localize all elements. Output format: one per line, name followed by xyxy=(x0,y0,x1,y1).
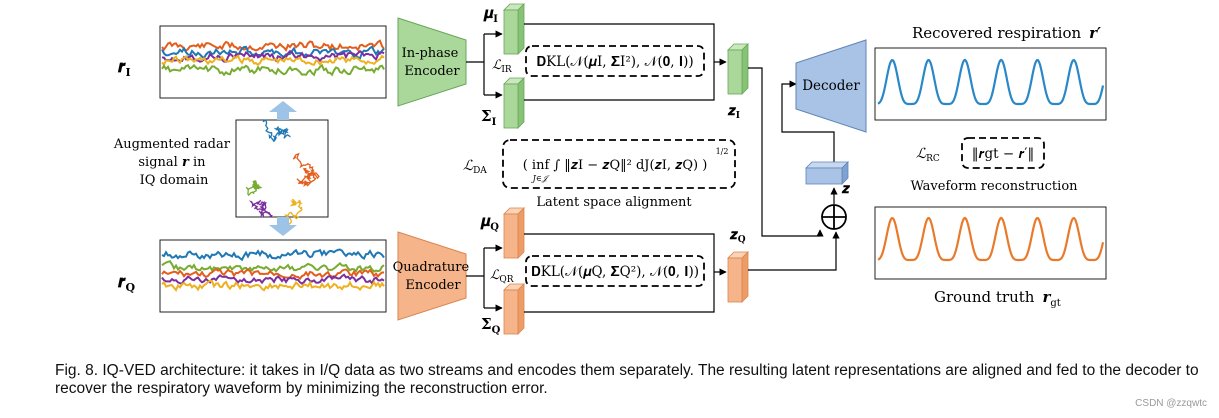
iq-walk-orange xyxy=(292,152,320,187)
loss-DA-label: ℒDA xyxy=(463,158,487,176)
augmented-signal-text: Augmented radar signal 𝒓 in IQ domain xyxy=(113,137,234,188)
rQ-trace-yellow xyxy=(161,280,385,292)
watermark: CSDN @zzqwtc xyxy=(1135,398,1207,409)
sigmaI-block xyxy=(503,77,525,129)
zQ-label: 𝒛Q xyxy=(729,227,746,245)
rQ-trace-orange xyxy=(161,267,384,281)
zI-label: 𝒛I xyxy=(727,103,740,121)
z-label: 𝒛 xyxy=(841,181,851,197)
iq-domain-frame xyxy=(235,119,329,218)
zQ-block xyxy=(727,251,749,303)
rI-label: 𝒓I xyxy=(117,57,131,79)
kl-Q-formula: 𝐃KL(𝒩(𝝁Q, 𝚺Q²), 𝒩(𝟎, 𝐈)) xyxy=(531,264,699,280)
iq-walk-blue xyxy=(262,119,291,143)
rI-trace-green xyxy=(161,63,385,77)
rQ-trace-purple xyxy=(161,273,385,286)
loss-QR-label: ℒQR xyxy=(490,268,514,285)
da-inf-subscript: J∈𝒥 xyxy=(531,174,551,183)
muI-label: 𝝁I xyxy=(483,4,498,25)
rc-formula: ‖𝒓gt − 𝒓′‖ xyxy=(972,146,1034,162)
da-box xyxy=(502,139,736,189)
quadrature-encoder-label: Quadrature Encoder xyxy=(393,260,474,293)
rc-caption: Waveform reconstruction xyxy=(910,179,1078,194)
augment-arrow-up xyxy=(269,101,297,120)
augment-arrow-down xyxy=(269,217,297,236)
inphase-encoder-label: In-phase Encoder xyxy=(402,46,463,79)
rI-trace-yellow xyxy=(161,54,385,67)
rc-box xyxy=(961,137,1045,169)
inphase-encoder xyxy=(397,17,467,107)
sigmaQ-block xyxy=(503,283,525,335)
rI-trace-purple xyxy=(161,49,385,63)
z-block xyxy=(805,161,849,185)
rQ-trace-blue xyxy=(161,248,385,262)
rI-traces xyxy=(161,39,385,77)
da-exponent: 1/2 xyxy=(716,147,729,156)
figure-caption: Fig. 8. IQ-VED architecture: it takes in… xyxy=(55,362,1199,397)
sigmaQ-label: 𝚺Q xyxy=(481,315,501,336)
kl-Q-box xyxy=(525,255,705,287)
da-formula: ( inf ∫ ‖𝒛I − 𝒛Q‖² dJ(𝒛I, 𝒛Q) ) xyxy=(523,158,708,173)
da-caption: Latent space alignment xyxy=(536,195,692,210)
kl-I-formula: 𝐃KL(𝒩(𝝁I, 𝚺I²), 𝒩(𝟎, 𝐈)) xyxy=(536,54,693,70)
quadrature-encoder xyxy=(397,231,467,321)
rQ-trace-green xyxy=(161,260,385,273)
muI-block xyxy=(503,3,525,55)
decoder-label: Decoder xyxy=(802,78,860,94)
muQ-block xyxy=(503,207,525,259)
rI-plot-frame xyxy=(159,25,387,99)
muQ-label: 𝝁Q xyxy=(480,212,499,233)
decoder xyxy=(795,39,867,133)
ground-truth-waveform xyxy=(877,216,1105,262)
sigmaI-label: 𝚺I xyxy=(481,107,497,128)
kl-I-box xyxy=(525,45,705,77)
loss-RC-label: ℒRC xyxy=(916,146,940,164)
loss-IR-label: ℒIR xyxy=(492,58,512,75)
zI-block xyxy=(727,43,749,95)
rQ-traces xyxy=(161,248,385,292)
iq-walk-purple xyxy=(248,199,274,218)
rI-trace-blue xyxy=(161,45,385,60)
rQ-label: 𝒓Q xyxy=(117,272,135,294)
ground-plot-frame xyxy=(874,206,1107,280)
recovered-plot-frame xyxy=(874,47,1107,121)
recovered-waveform xyxy=(877,58,1105,106)
rI-trace-orange xyxy=(161,39,385,53)
iq-walk-green xyxy=(245,179,263,197)
